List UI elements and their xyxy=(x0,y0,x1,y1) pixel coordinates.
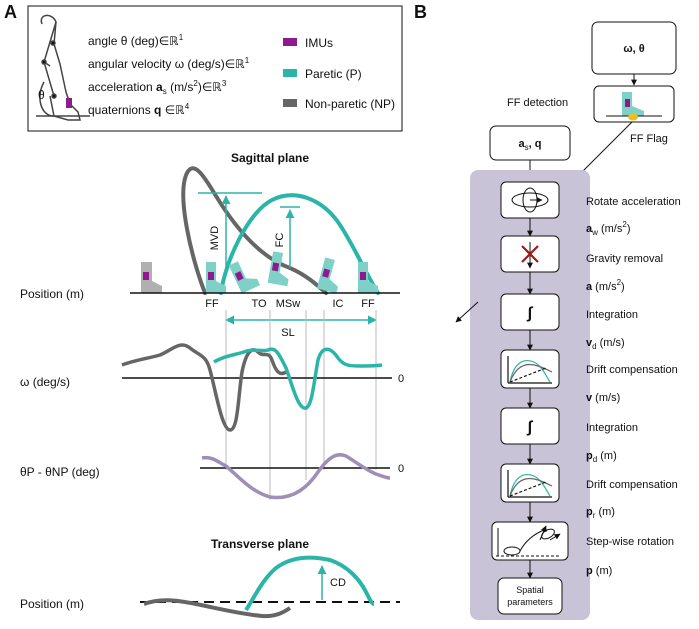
step-3-output: vd (m/s) xyxy=(586,337,625,351)
panel-b-letter: B xyxy=(414,2,427,22)
integral-icon-1: ∫ xyxy=(526,305,534,322)
theta-zero-label: 0 xyxy=(398,463,404,475)
paretic-trajectory xyxy=(219,193,380,295)
step-5-label: Integration xyxy=(586,422,638,434)
foot-ff-icon xyxy=(206,262,226,293)
key-paretic-label: Paretic (P) xyxy=(305,67,362,81)
event-msw: MSw xyxy=(276,298,301,310)
drift-icon-1 xyxy=(507,356,553,384)
fc-label: FC xyxy=(274,233,286,248)
event-ic: IC xyxy=(333,298,344,310)
omega-label: ω (deg/s) xyxy=(20,375,70,389)
stepwise-rotation-icon xyxy=(496,525,561,557)
cd-label: CD xyxy=(330,577,346,589)
theta-symbol: θ xyxy=(38,88,45,102)
sagittal-position-label: Position (m) xyxy=(20,287,84,301)
step-7-output: p (m) xyxy=(586,565,612,577)
step-7-label: Step-wise rotation xyxy=(586,536,674,548)
nonparetic-trajectory xyxy=(181,166,328,295)
legend-acceleration: acceleration as (m/s2)∈ℝ3 xyxy=(88,79,227,96)
legend-box xyxy=(27,5,403,132)
spatial-parameters-box xyxy=(497,577,563,615)
ff-foot-icon xyxy=(606,92,662,121)
rotate-icon xyxy=(511,187,549,213)
step-1-label: Rotate acceleration xyxy=(586,196,681,208)
step-4-output: v (m/s) xyxy=(586,392,620,404)
omega-nonparetic-curve xyxy=(121,343,287,432)
theta-diff-curve xyxy=(201,453,391,500)
key-paretic-swatch xyxy=(283,69,297,77)
foot-ff-end-icon xyxy=(358,262,378,293)
transverse-nonparetic-curve xyxy=(143,598,292,619)
key-nonparetic-label: Non-paretic (NP) xyxy=(305,97,395,111)
sl-label: SL xyxy=(281,327,294,339)
legend-imu-marker xyxy=(66,98,72,108)
pipeline-steps: ∫ ∫ xyxy=(491,181,569,615)
step-2-label: Gravity removal xyxy=(586,253,663,265)
key-nonparetic-swatch xyxy=(283,99,297,107)
legend-angle: angle θ (deg)∈ℝ1 xyxy=(88,33,184,48)
event-ff-start: FF xyxy=(205,298,219,310)
step-6-label: Drift compensation xyxy=(586,479,678,491)
step-1-output: aw (m/s2) xyxy=(586,220,630,237)
transverse-position-label: Position (m) xyxy=(20,597,84,611)
step-2-output: a (m/s2) xyxy=(586,278,625,293)
step-4-label: Drift compensation xyxy=(586,364,678,376)
panel-a-letter: A xyxy=(4,2,17,22)
step-drift-1-box xyxy=(500,349,560,389)
input-omega-theta: ω, θ xyxy=(623,43,644,55)
step-rotation-box xyxy=(491,521,569,561)
spatial-parameters-line2: parameters xyxy=(507,597,553,607)
spatial-parameters-line1: Spatial xyxy=(516,585,544,595)
transverse-title: Transverse plane xyxy=(211,537,309,551)
mvd-label: MVD xyxy=(209,226,221,251)
sagittal-title: Sagittal plane xyxy=(231,151,309,165)
step-3-label: Integration xyxy=(586,309,638,321)
omega-paretic-curve xyxy=(213,347,383,410)
step-labels: Rotate acceleration aw (m/s2) Gravity re… xyxy=(586,196,681,577)
step-6-output: pr (m) xyxy=(586,506,615,520)
foot-msw-icon xyxy=(267,251,289,287)
step-5-output: pd (m) xyxy=(586,450,617,464)
ff-detection-box xyxy=(593,85,675,123)
gravity-cross-icon xyxy=(521,242,539,269)
legend-quaternions: quaternions q ∈ℝ4 xyxy=(88,102,190,117)
transverse-paretic-curve xyxy=(244,555,375,612)
event-ff-end: FF xyxy=(361,298,375,310)
foot-to-icon xyxy=(228,261,261,294)
ff-flag-label: FF Flag xyxy=(630,133,668,145)
foot-ic-icon xyxy=(316,257,339,294)
leg-sketch-icon xyxy=(36,14,90,121)
input-accel-quat: as, q xyxy=(519,138,542,152)
drift-icon-2 xyxy=(507,470,553,498)
arrow-back-to-a xyxy=(455,301,479,323)
foot-nonparetic-icon xyxy=(141,262,162,293)
step-drift-2-box xyxy=(500,463,560,503)
ff-detection-label: FF detection xyxy=(507,97,568,109)
event-to: TO xyxy=(251,298,267,310)
theta-diff-label: θP - θNP (deg) xyxy=(20,465,100,479)
key-imu-swatch xyxy=(283,38,297,46)
omega-zero-label: 0 xyxy=(398,373,404,385)
integral-icon-2: ∫ xyxy=(526,419,534,436)
legend-angular-velocity: angular velocity ω (deg/s)∈ℝ1 xyxy=(88,56,250,71)
key-imu-label: IMUs xyxy=(305,36,333,50)
